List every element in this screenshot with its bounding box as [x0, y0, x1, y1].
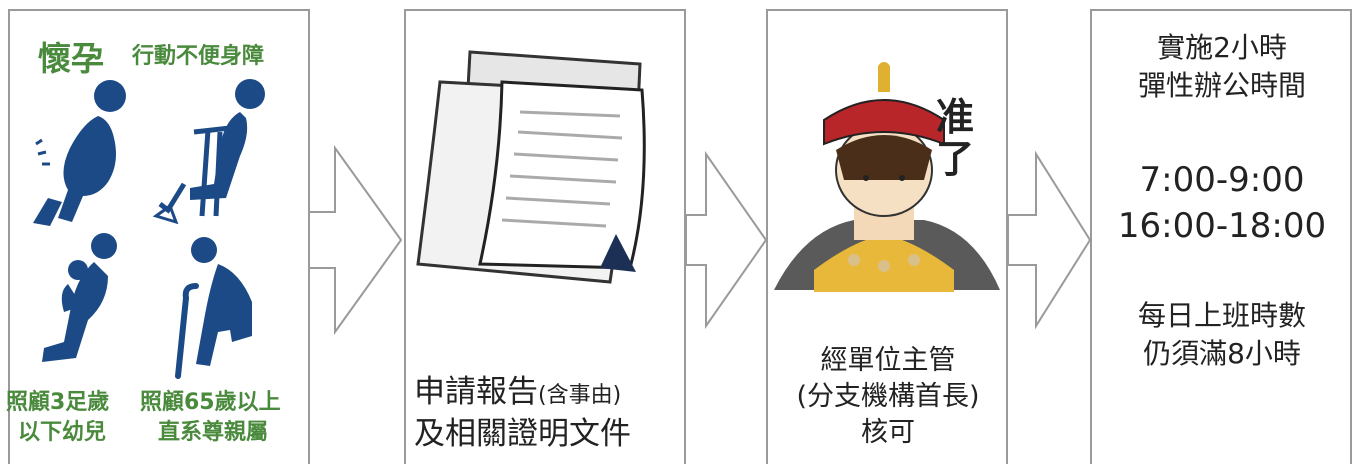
label-disabled: 行動不便身障	[132, 44, 265, 69]
application-line1: 申請報告(含事由)	[414, 366, 621, 411]
pregnant-seated-icon	[33, 80, 126, 226]
application-title: 申請報告	[414, 374, 538, 410]
approval-line3: 核可	[861, 417, 915, 448]
approval-line1: 經單位主管	[820, 345, 956, 376]
parent-child-icon	[42, 233, 117, 362]
documents-icon	[416, 50, 646, 284]
application-note: (含事由)	[538, 383, 622, 408]
label-elder-2: 直系尊親屬	[158, 420, 269, 445]
emperor-approval-icon	[774, 62, 1000, 292]
label-child-2: 以下幼兒	[18, 420, 107, 445]
flex-note2: 仍須滿8小時	[1143, 337, 1301, 370]
label-pregnant: 懷孕	[38, 39, 104, 78]
approval-line2: (分支機構首長)	[796, 381, 980, 412]
disabled-crutch-icon	[152, 79, 265, 225]
label-child-1: 照顧3足歲	[6, 390, 110, 415]
arrow-3	[1007, 150, 1092, 330]
flex-line2: 彈性辦公時間	[1137, 69, 1306, 102]
label-elder-1: 照顧65歲以上	[140, 390, 281, 415]
elder-cane-icon	[175, 237, 252, 379]
flex-time-morning: 7:00-9:00	[1139, 160, 1305, 200]
flex-hours-panel	[1090, 9, 1352, 464]
flex-line1: 實施2小時	[1157, 31, 1287, 64]
stamp-text: 准了	[935, 95, 974, 181]
arrow-1	[306, 144, 403, 336]
application-line2: 及相關證明文件	[414, 416, 631, 452]
flex-note1: 每日上班時數	[1137, 299, 1306, 332]
arrow-2	[685, 150, 768, 330]
flex-time-afternoon: 16:00-18:00	[1117, 206, 1327, 246]
